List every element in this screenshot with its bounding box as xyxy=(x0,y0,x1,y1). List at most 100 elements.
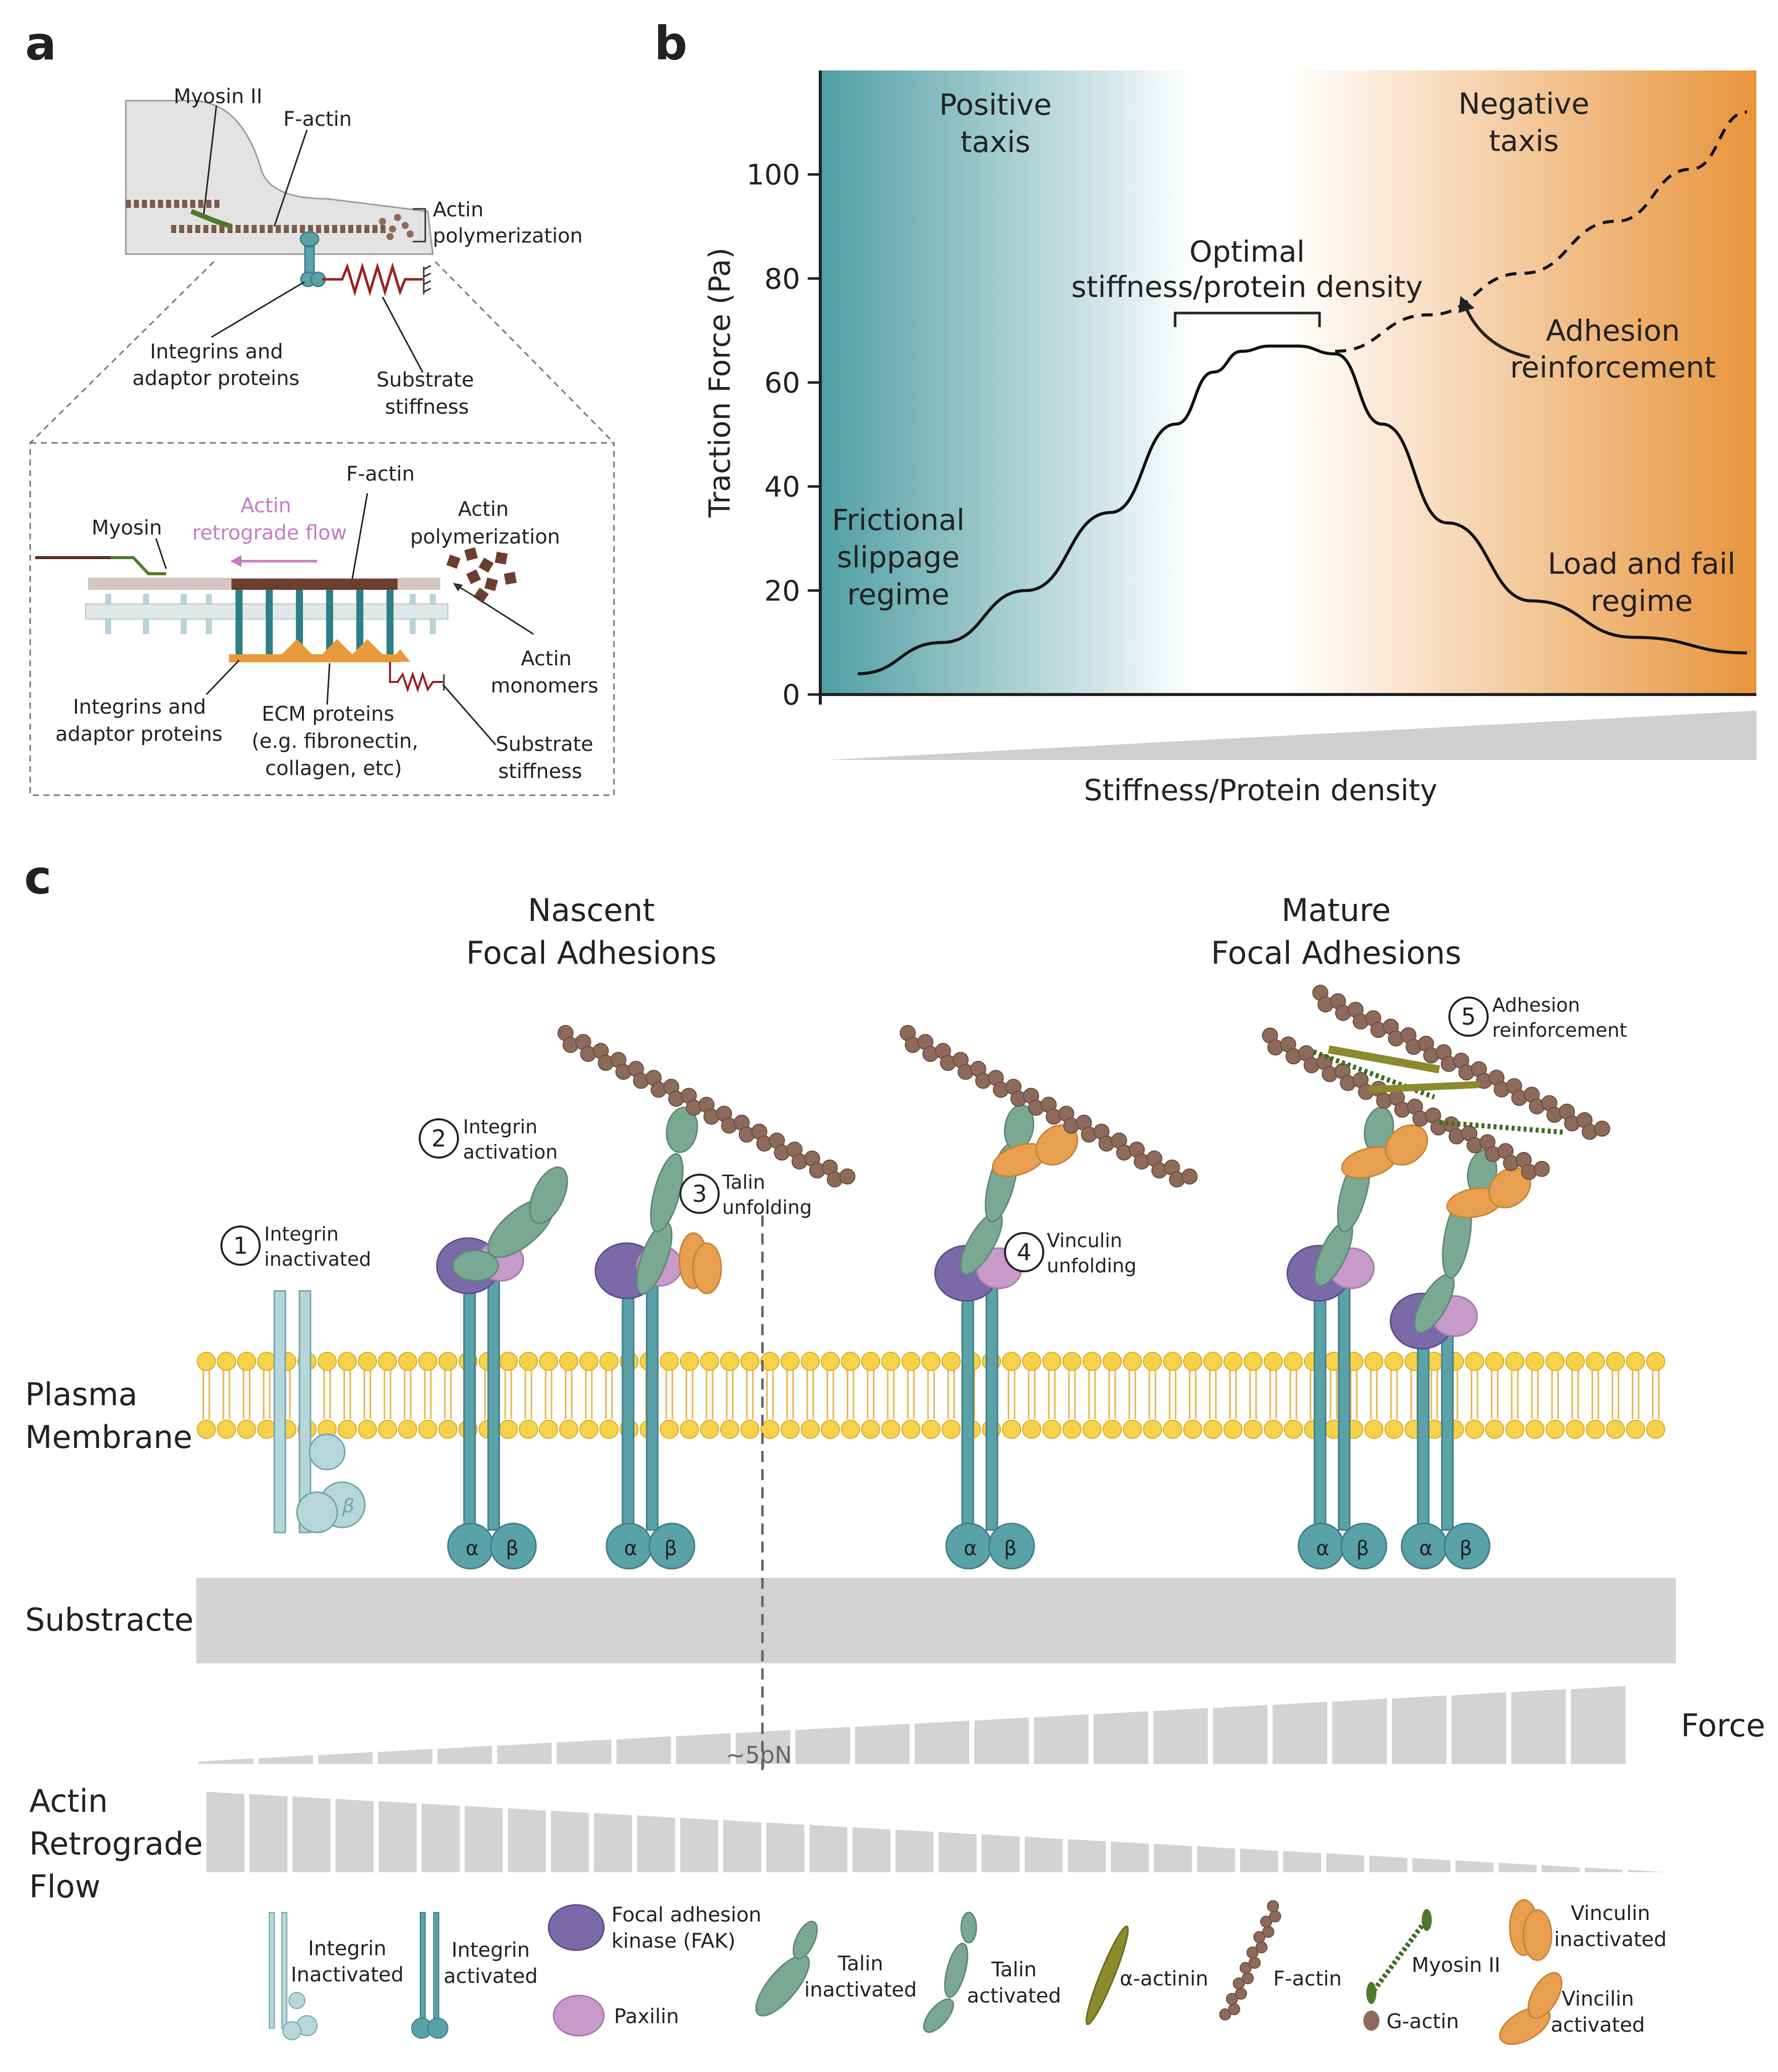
lipid-head xyxy=(398,1352,417,1371)
y-tick-label-80: 80 xyxy=(764,263,800,295)
label-f-actin: F-actin xyxy=(283,108,352,131)
lipid-head xyxy=(1083,1420,1102,1439)
lipid-head xyxy=(740,1352,759,1371)
step-2-label-2: activation xyxy=(463,1141,558,1163)
stage-5-vinculin-active xyxy=(1341,1124,1531,1218)
lipid-head xyxy=(418,1420,437,1439)
legend-vinc-inact-2: inactivated xyxy=(1554,1928,1667,1951)
legend-f-actin-icon xyxy=(1219,1900,1281,2021)
label-actin-poly-1: Actin xyxy=(433,198,484,221)
annotation-load-fail-1: Load and fail xyxy=(1548,547,1735,581)
force-bar xyxy=(1153,1708,1208,1764)
lipid-head xyxy=(1364,1352,1383,1371)
lipid-head xyxy=(519,1420,538,1439)
retrograde-flow-bars xyxy=(206,1792,1666,1872)
integrin-beta-foot xyxy=(490,1522,537,1570)
lipid-head xyxy=(579,1352,598,1371)
integrin-beta-label: β xyxy=(506,1537,519,1560)
label-myosin-ii: Myosin II xyxy=(174,85,262,108)
lipid-head xyxy=(1042,1352,1061,1371)
stage-1-beta: β xyxy=(342,1495,354,1517)
lipid-head xyxy=(1022,1352,1041,1371)
lipid-head xyxy=(499,1420,518,1439)
region-left-line-1: Positive xyxy=(939,88,1052,122)
legend-f-actin-subunit xyxy=(1267,1900,1279,1912)
lipid-head xyxy=(881,1352,900,1371)
step-5-circle xyxy=(1448,996,1489,1037)
lipid-head xyxy=(1646,1420,1665,1439)
flow-label-2: Retrograde xyxy=(29,1825,203,1862)
legend-talin-act-2: activated xyxy=(967,1984,1061,2008)
substrate-label: Substracte xyxy=(25,1601,194,1638)
lipid-head xyxy=(1586,1352,1605,1371)
flow-label-3: Flow xyxy=(29,1868,101,1905)
flow-bar xyxy=(1369,1856,1408,1872)
legend-talin-act-1: Talin xyxy=(991,1958,1037,1981)
force-bar xyxy=(616,1736,671,1764)
step-5-number: 5 xyxy=(1461,1003,1476,1030)
lipid-head xyxy=(942,1420,961,1439)
integrin-beta-leg xyxy=(985,1282,998,1531)
lipid-head xyxy=(760,1420,780,1439)
lipid-head xyxy=(1203,1420,1222,1439)
inset-diagram xyxy=(35,547,517,693)
lipid-head xyxy=(1505,1352,1524,1371)
stage-2-talin xyxy=(452,1166,568,1282)
legend-paxilin-icon xyxy=(553,1994,605,2037)
stage-4-vinculin-active xyxy=(991,1124,1078,1177)
flow-bar xyxy=(465,1806,503,1872)
legend-f-actin-subunit xyxy=(1269,1910,1281,1923)
reinforcement-arrowhead xyxy=(1458,296,1475,313)
f-actin-subunit xyxy=(839,1168,856,1185)
inset-label-ecm-2: (e.g. fibronectin, xyxy=(252,730,418,753)
integrin-alpha-leg xyxy=(622,1280,635,1531)
lipid-head xyxy=(1485,1420,1504,1439)
region-right-line-2: taxis xyxy=(1489,124,1559,158)
force-bar xyxy=(974,1717,1029,1764)
y-tick-label-100: 100 xyxy=(746,159,800,192)
lipid-head xyxy=(1083,1352,1102,1371)
legend-f-actin: F-actin xyxy=(1273,1967,1342,1990)
optimal-bracket xyxy=(1174,312,1321,327)
lipid-head xyxy=(1103,1352,1122,1371)
lipid-head xyxy=(720,1420,739,1439)
lipid-head xyxy=(680,1420,699,1439)
integrin-beta-label: β xyxy=(664,1537,677,1560)
flow-bar xyxy=(1412,1858,1451,1872)
integrin-beta-foot xyxy=(1340,1522,1387,1570)
force-bar xyxy=(1511,1689,1566,1764)
step-1-label-1: Integrin xyxy=(264,1223,339,1245)
label-stiffness-2: stiffness xyxy=(385,396,469,419)
lipid-head xyxy=(1465,1420,1484,1439)
reinforcement-arrow xyxy=(1463,303,1530,359)
legend-talin-inact-1: Talin xyxy=(837,1952,883,1975)
lipid-head xyxy=(1022,1420,1041,1439)
lipid-head xyxy=(257,1420,276,1439)
legend-fak-2: kinase (FAK) xyxy=(611,1930,735,1953)
inset-label-stiffness-2: stiffness xyxy=(498,760,582,783)
stage-3-talin xyxy=(636,1106,699,1295)
legend-f-actin-subunit xyxy=(1226,1992,1239,2005)
lipid-head xyxy=(318,1352,337,1371)
lipid-head xyxy=(438,1352,457,1371)
lipid-head xyxy=(1606,1420,1625,1439)
flow-bar xyxy=(206,1792,245,1872)
lipid-head xyxy=(901,1352,920,1371)
flow-bar xyxy=(594,1813,632,1872)
annotation-slippage-1: Frictional xyxy=(832,503,965,537)
step-5-label-2: reinforcement xyxy=(1492,1019,1627,1041)
integrin-alpha-leg xyxy=(463,1275,476,1531)
annotation-optimal-2: stiffness/protein density xyxy=(1071,270,1423,304)
integrin-beta-label: β xyxy=(1004,1537,1017,1560)
label-integrins-1: Integrins and xyxy=(150,340,283,363)
legend-f-actin-subunit xyxy=(1240,1962,1252,1974)
legend-integrin-inactive-icon xyxy=(269,1912,318,2040)
f-actin-bundle xyxy=(126,200,388,233)
legend-f-actin-subunit xyxy=(1219,2008,1231,2021)
region-right-line-1: Negative xyxy=(1458,87,1589,121)
lipid-head xyxy=(841,1420,860,1439)
lipid-head xyxy=(599,1420,619,1439)
flow-bar xyxy=(1153,1844,1192,1872)
lipid-head xyxy=(1525,1352,1544,1371)
force-bar xyxy=(199,1758,254,1764)
